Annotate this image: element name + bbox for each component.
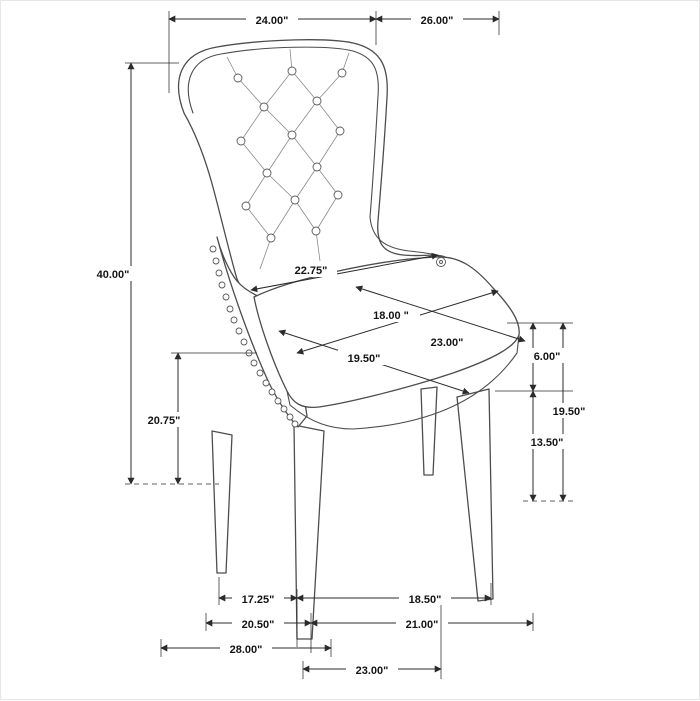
- dim-label-overall-width-floor: 23.00": [356, 665, 389, 677]
- dim-label-depth-top: 26.00": [421, 15, 454, 27]
- arm-inner-line: [369, 216, 445, 261]
- dim-label-base-span-side: 20.50": [242, 619, 275, 631]
- dim-label-seat-width: 18.00 ": [373, 310, 409, 322]
- dim-label-seat-depth: 23.00": [431, 337, 464, 349]
- dim-leg-height: 13.50": [521, 390, 573, 502]
- dim-overall-depth-floor: 28.00": [160, 639, 332, 657]
- dim-seat-diagonal: 19.50": [278, 329, 470, 395]
- dimension-annotations: 24.00" 26.00" 40.00" 20.75": [87, 11, 595, 679]
- dim-cushion-thickness: 6.00": [495, 322, 573, 392]
- tufting-buttons: [233, 66, 347, 243]
- front-left-leg: [293, 424, 325, 640]
- dim-label-overall-height: 40.00": [97, 269, 130, 281]
- dim-label-leg-span-side: 17.25": [242, 594, 275, 606]
- dim-seat-back-width: 22.75": [250, 252, 439, 293]
- dim-label-back-width-top: 24.00": [256, 15, 289, 27]
- dim-overall-width-floor: 23.00": [302, 605, 442, 679]
- dim-label-side-lower-height: 20.75": [148, 415, 181, 427]
- dim-label-leg-span-front: 18.50": [409, 594, 442, 606]
- dim-side-lower-height: 20.75": [138, 352, 257, 485]
- back-right-leg: [420, 386, 438, 476]
- dim-label-seat-back-width: 22.75": [295, 265, 328, 277]
- back-left-leg: [211, 430, 233, 574]
- dim-label-cushion-thickness: 6.00": [534, 351, 561, 363]
- seat-apron: [286, 334, 520, 430]
- arm-scroll: [369, 216, 446, 267]
- dim-overall-height: 40.00": [87, 62, 219, 485]
- dim-leg-span-side: 17.25": [218, 577, 298, 647]
- dim-depth-top: 26.00": [375, 11, 500, 35]
- dim-base-span-front: 21.00": [310, 613, 534, 631]
- dim-leg-span-front: 18.50": [296, 583, 492, 606]
- dim-label-overall-depth-floor: 28.00": [230, 644, 263, 656]
- back-inner-seam: [187, 46, 379, 218]
- dim-label-seat-height: 19.50": [553, 406, 586, 418]
- dim-label-leg-height: 13.50": [531, 437, 564, 449]
- dim-label-base-span-front: 21.00": [406, 619, 439, 631]
- chair-back: [177, 39, 449, 301]
- dim-label-seat-diagonal: 19.50": [348, 353, 381, 365]
- nailhead-trim: [209, 245, 299, 428]
- chair-legs: [211, 386, 494, 640]
- tufting: [226, 48, 350, 270]
- dim-seat-depth: 23.00": [355, 285, 526, 349]
- front-right-leg: [456, 388, 494, 602]
